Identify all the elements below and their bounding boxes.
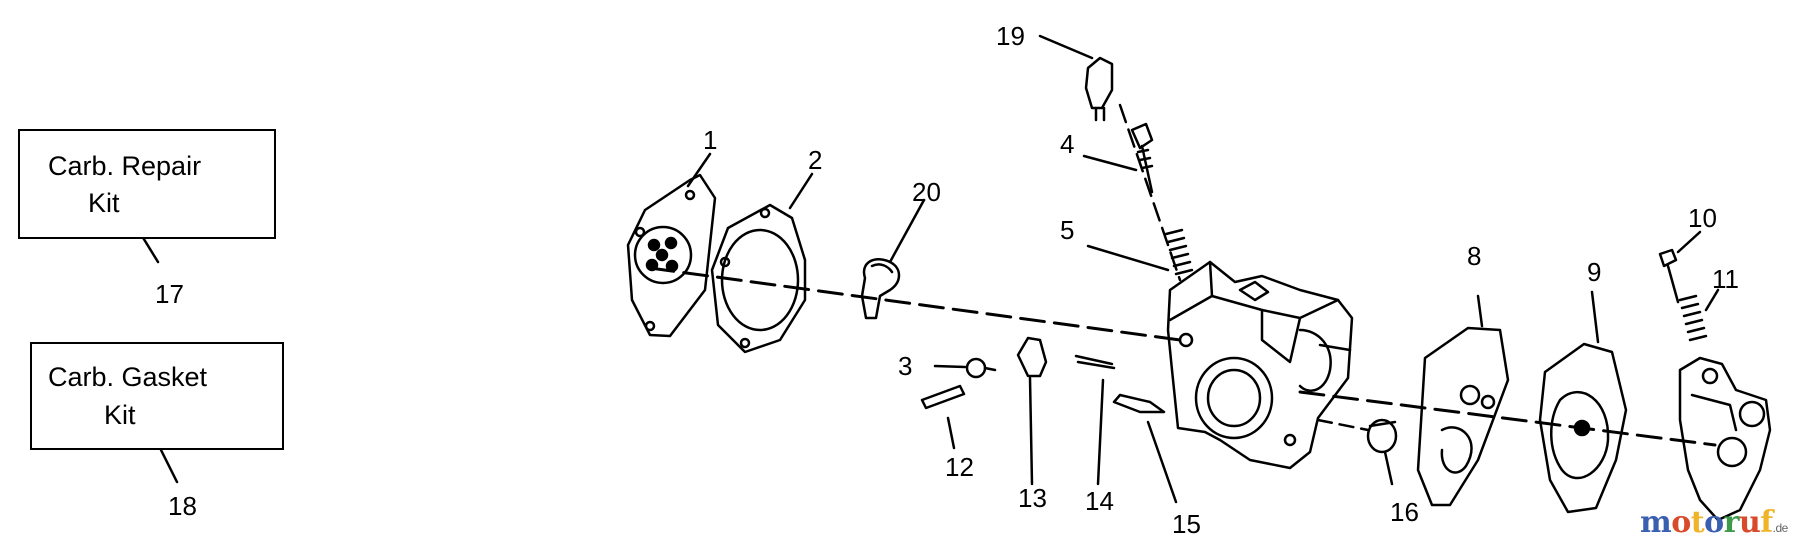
watermark-letter-f: f xyxy=(1760,505,1773,540)
part-4-needle-screw xyxy=(1130,122,1154,194)
part-8-diaphragm xyxy=(1416,294,1510,507)
callout-3: 3 xyxy=(898,351,913,381)
callout-9: 9 xyxy=(1587,257,1602,287)
callout-18: 18 xyxy=(168,491,197,521)
part-14-spring xyxy=(1074,354,1116,486)
callout-12: 12 xyxy=(945,452,974,482)
callout-2: 2 xyxy=(808,145,823,175)
part-19-bracket xyxy=(1084,56,1114,122)
callout-4: 4 xyxy=(1060,129,1075,159)
assembly-axis xyxy=(648,266,1182,342)
part-20-fitting xyxy=(860,258,901,320)
part-2-gasket xyxy=(710,203,807,354)
callout-17: 17 xyxy=(155,279,184,309)
kit-box-repair: Carb. Repair Kit xyxy=(18,129,276,239)
watermark-letter-o1: o xyxy=(1671,505,1691,540)
callout-11: 11 xyxy=(1712,264,1739,294)
part-5-spring xyxy=(1164,228,1194,276)
part-3-screw xyxy=(933,357,997,379)
carburetor-body xyxy=(1166,260,1354,470)
part-9-gasket xyxy=(1538,290,1628,514)
watermark-letter-o2: o xyxy=(1704,505,1724,540)
watermark-letter-t: t xyxy=(1690,505,1705,540)
callout-16: 16 xyxy=(1390,497,1419,527)
callout-15: 15 xyxy=(1172,509,1201,539)
callout-8: 8 xyxy=(1467,241,1482,271)
callout-5: 5 xyxy=(1060,215,1075,245)
part-10-screw xyxy=(1658,230,1702,304)
callout-13: 13 xyxy=(1018,483,1047,513)
watermark-letter-u: u xyxy=(1738,505,1761,540)
kit-box-gasket-line1: Carb. Gasket xyxy=(48,362,208,392)
part-15-needle xyxy=(1112,393,1178,504)
callout-20: 20 xyxy=(912,177,941,207)
part-16-plug xyxy=(1316,418,1398,486)
needle-axis xyxy=(1118,103,1182,282)
kit-box-gasket: Carb. Gasket Kit xyxy=(30,342,284,450)
part-13-lever xyxy=(1016,336,1048,486)
assembly-axis-right xyxy=(1298,390,1717,447)
callout-10: 10 xyxy=(1688,203,1717,233)
pump-cover-right xyxy=(1678,356,1772,522)
kit-box-repair-line2: Kit xyxy=(88,188,120,218)
watermark-letter-r: r xyxy=(1723,505,1740,540)
leader-line-18 xyxy=(159,448,179,484)
motoruf-watermark-logo: motoruf.de xyxy=(1640,505,1788,540)
part-11-spring xyxy=(1678,288,1720,342)
leader-line-17 xyxy=(140,234,160,264)
callout-14: 14 xyxy=(1085,486,1114,516)
kit-box-gasket-line2: Kit xyxy=(104,400,136,430)
watermark-suffix: .de xyxy=(1772,521,1789,535)
part-12-pin xyxy=(920,384,966,450)
callout-19: 19 xyxy=(996,21,1025,51)
kit-box-repair-line1: Carb. Repair xyxy=(48,151,202,181)
watermark-letter-m: m xyxy=(1640,505,1672,540)
part-1-pump-cover xyxy=(626,173,717,338)
callout-1: 1 xyxy=(703,125,718,155)
